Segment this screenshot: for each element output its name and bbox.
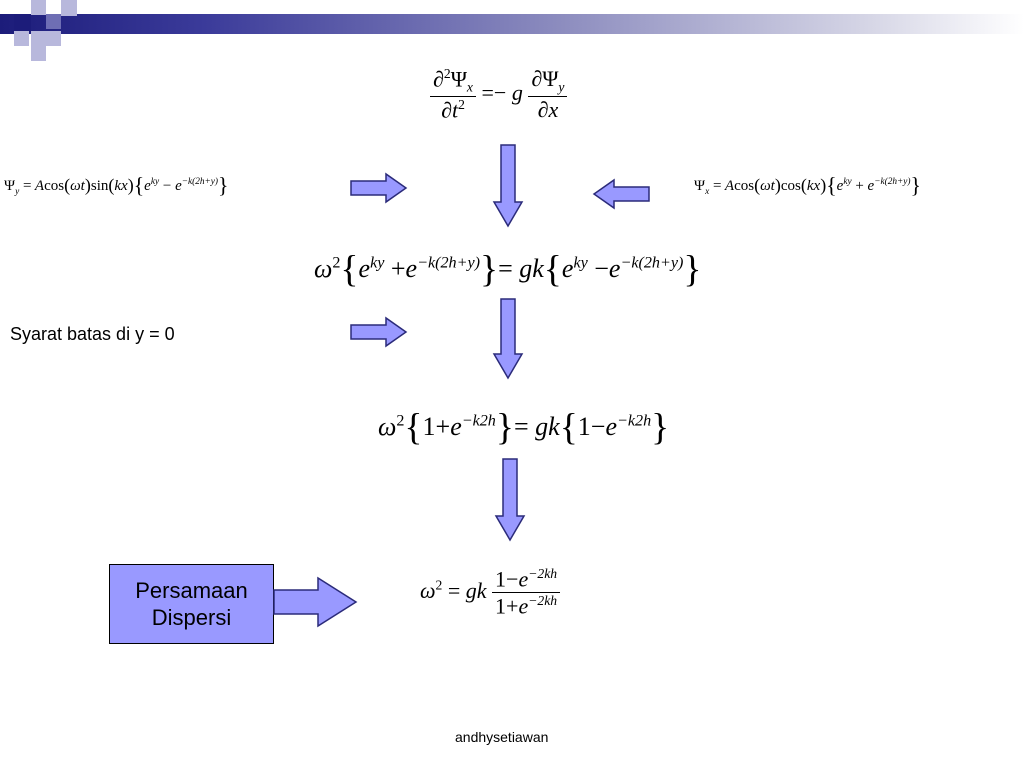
equation-boundary: ω2{1+e−k2h}= gk{1−e−k2h}	[378, 406, 669, 450]
down-arrow-icon	[492, 144, 524, 228]
header-gradient-bar	[0, 14, 1024, 34]
right-arrow-icon	[273, 576, 358, 628]
equation-middle: ω2{eky +e−k(2h+y)}= gk{eky −e−k(2h+y)}	[314, 248, 701, 292]
equation-boundary-text: ω2{1+e−k2h}= gk{1−e−k2h}	[378, 407, 670, 449]
dispersion-box-line1: Persamaan	[135, 578, 248, 603]
right-arrow-icon	[350, 316, 408, 348]
equation-top-text: ∂2Ψx∂t2 =− g ∂Ψy∂x	[430, 66, 568, 122]
equation-psi-y: Ψy = Acos(ωt)sin(kx){eky − e−k(2h+y)}	[4, 174, 228, 199]
footer-author: andhysetiawan	[455, 729, 549, 745]
boundary-condition-label: Syarat batas di y = 0	[10, 324, 175, 344]
right-arrow-icon	[350, 172, 408, 204]
left-arrow-icon	[592, 178, 650, 210]
down-arrow-icon	[494, 458, 526, 542]
equation-psi-y-text: Ψy = Acos(ωt)sin(kx){eky − e−k(2h+y)}	[4, 174, 229, 198]
dispersion-box: Persamaan Dispersi	[109, 564, 274, 644]
dispersion-box-line2: Dispersi	[151, 605, 232, 630]
equation-psi-x-text: Ψx = Acos(ωt)cos(kx){eky + e−k(2h+y)}	[694, 174, 921, 198]
equation-middle-text: ω2{eky +e−k(2h+y)}= gk{eky −e−k(2h+y)}	[314, 249, 702, 291]
equation-psi-x: Ψx = Acos(ωt)cos(kx){eky + e−k(2h+y)}	[694, 174, 921, 199]
equation-top: ∂2Ψx∂t2 =− g ∂Ψy∂x	[430, 66, 568, 123]
down-arrow-icon	[492, 298, 524, 380]
